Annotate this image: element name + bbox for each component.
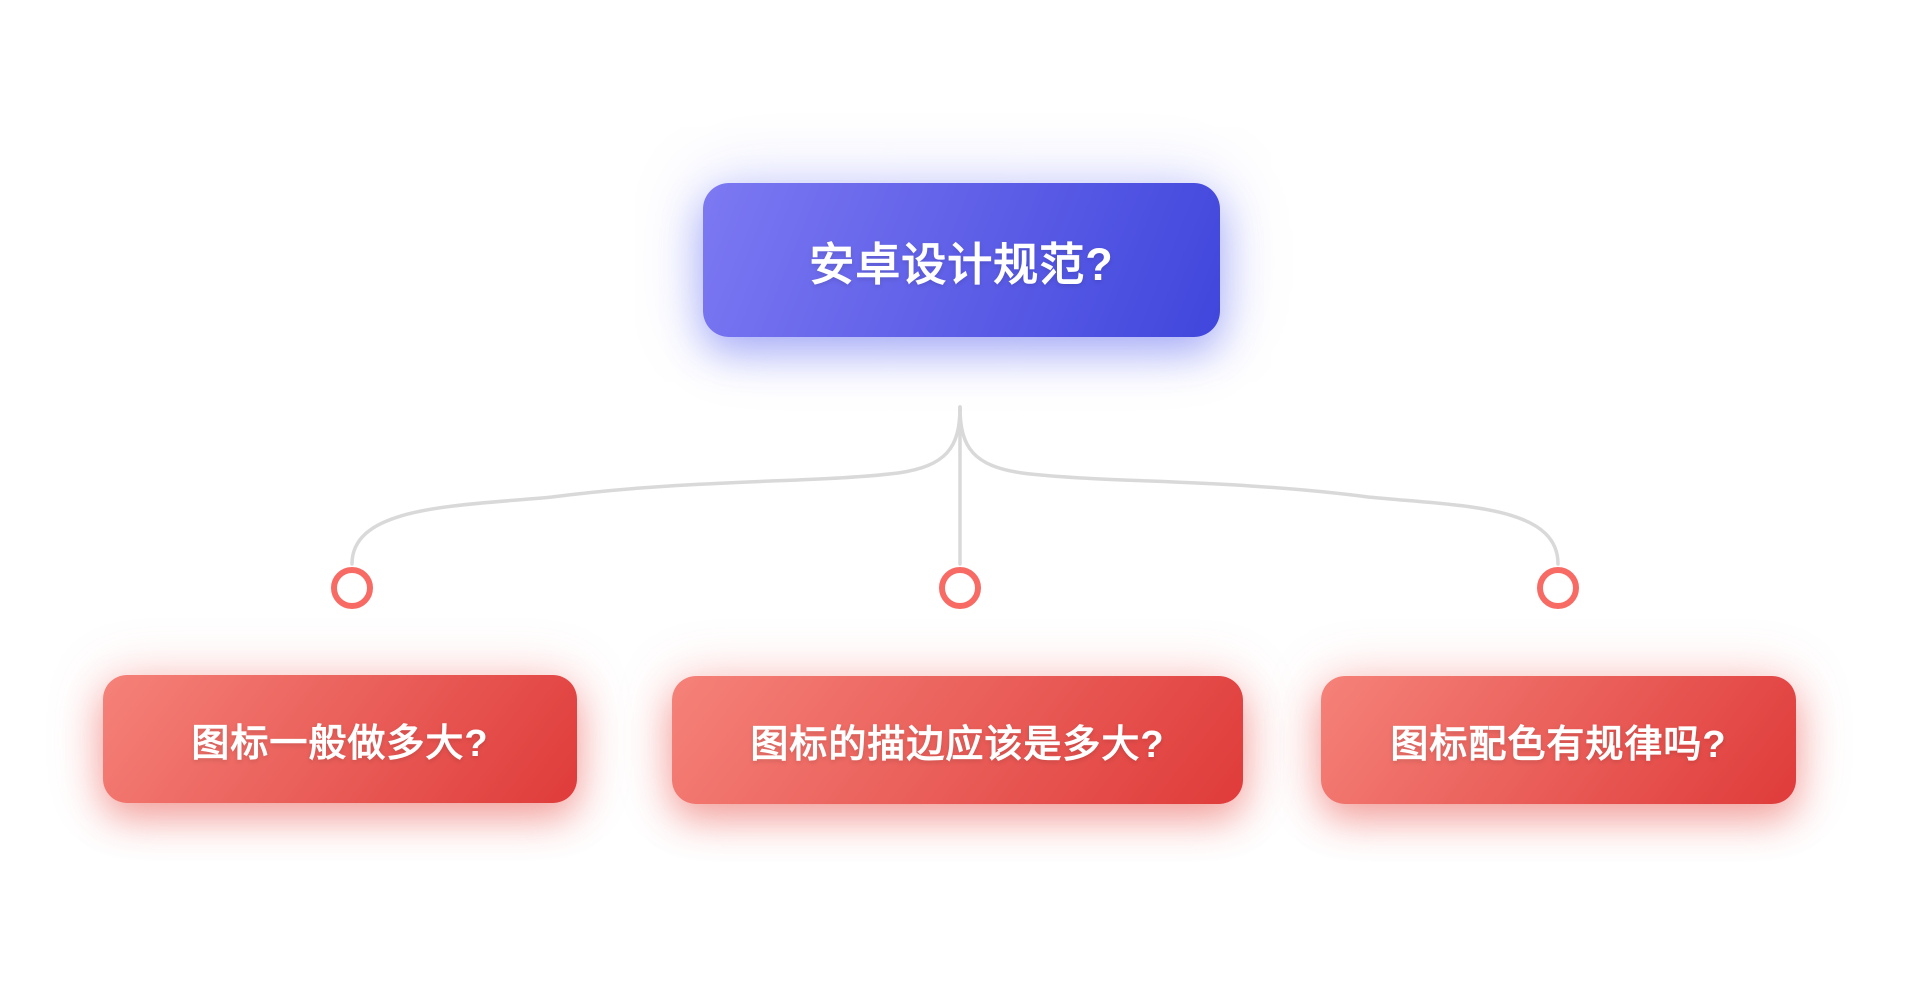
- child-node-label: 图标的描边应该是多大?: [750, 723, 1165, 766]
- child-node-label: 图标一般做多大?: [191, 722, 489, 765]
- mindmap-root-node[interactable]: 安卓设计规范?: [703, 183, 1220, 337]
- child-node-label: 图标配色有规律吗?: [1390, 723, 1727, 766]
- connector-line-right: [958, 405, 1560, 566]
- mindmap-child-node-1[interactable]: 图标一般做多大?: [103, 675, 577, 803]
- collapse-handle-middle[interactable]: [939, 567, 981, 609]
- collapse-handle-left[interactable]: [331, 567, 373, 609]
- mindmap-child-node-2[interactable]: 图标的描边应该是多大?: [672, 676, 1243, 804]
- root-node-label: 安卓设计规范?: [809, 238, 1114, 290]
- connector-line-left: [350, 405, 962, 566]
- collapse-handle-right[interactable]: [1537, 567, 1579, 609]
- mindmap-child-node-3[interactable]: 图标配色有规律吗?: [1321, 676, 1796, 804]
